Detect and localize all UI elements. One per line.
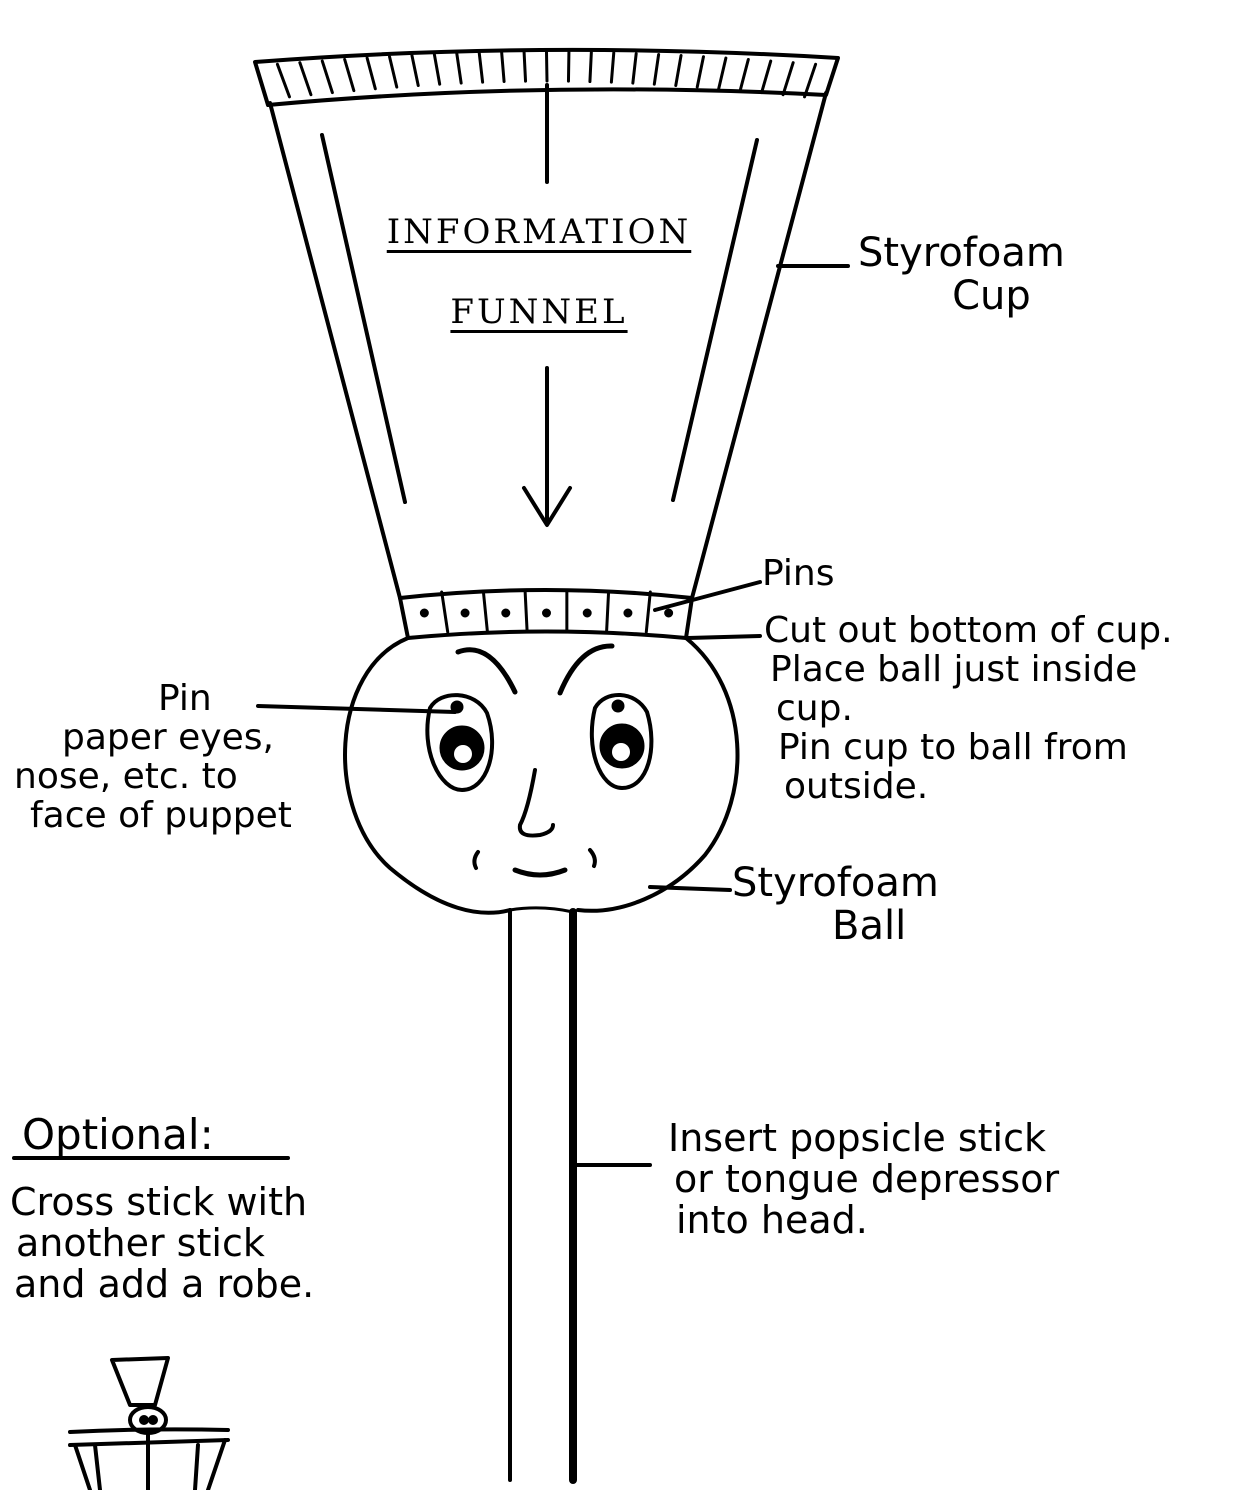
pin-dot-icon <box>503 610 509 616</box>
pin-paper-line3: nose, etc. to <box>14 758 292 797</box>
rim-rib <box>547 52 548 81</box>
cup-bottom-band <box>400 590 692 638</box>
cut-out-line3: cup. <box>764 690 1173 729</box>
rim-rib <box>676 56 681 86</box>
optional-heading: Optional: <box>22 1112 214 1157</box>
pin-dot-icon <box>462 610 468 616</box>
insert-stick-line1: Insert popsicle stick <box>668 1118 1059 1159</box>
band-divider <box>646 592 650 632</box>
pin-paper-line2: paper eyes, <box>14 719 292 758</box>
optional-line2: another stick <box>10 1223 314 1264</box>
rim-rib <box>322 61 332 93</box>
rim-rib <box>502 52 504 81</box>
small-puppet-sketch-icon <box>70 1358 228 1490</box>
label-cut-out-instructions: Cut out bottom of cup. Place ball just i… <box>764 612 1173 806</box>
rim-rib <box>434 54 439 84</box>
rim-rib <box>633 54 636 83</box>
rim-rib <box>479 53 482 82</box>
styrofoam-ball <box>345 638 737 913</box>
popsicle-stick <box>510 908 573 1480</box>
puppet-face <box>427 646 651 875</box>
optional-text: Cross stick with another stick and add a… <box>10 1182 314 1305</box>
cut-out-line1: Cut out bottom of cup. <box>764 612 1173 651</box>
rim-rib <box>654 54 658 84</box>
band-divider <box>607 592 609 632</box>
pin-paper-line4: face of puppet <box>14 797 292 836</box>
rim-rib <box>367 58 375 89</box>
optional-line1: Cross stick with <box>10 1182 314 1223</box>
styrofoam-ball-line2: Ball <box>732 905 939 948</box>
label-pins: Pins <box>762 555 835 594</box>
rim-rib <box>805 64 816 97</box>
rim-rib <box>740 59 748 90</box>
optional-line3: and add a robe. <box>10 1264 314 1305</box>
pin-dot-icon <box>544 610 550 616</box>
cut-out-line4: Pin cup to ball from <box>764 729 1173 768</box>
mouth-icon <box>515 870 565 875</box>
cut-out-line5: outside. <box>764 768 1173 807</box>
label-pin-paper-eyes: Pin paper eyes, nose, etc. to face of pu… <box>14 680 292 836</box>
label-insert-stick: Insert popsicle stick or tongue depresso… <box>668 1118 1059 1241</box>
rim-rib <box>277 64 289 97</box>
label-styrofoam-cup-line2: Cup <box>858 275 1065 318</box>
rim-rib <box>719 58 726 89</box>
rim-rib <box>390 57 397 87</box>
rim-rib <box>611 53 613 82</box>
rim-rib <box>590 52 591 81</box>
rim-rib <box>697 57 703 87</box>
cut-out-line2: Place ball just inside <box>764 651 1173 690</box>
funnel-title-line1: INFORMATION <box>380 212 698 252</box>
pin-dot-icon <box>421 610 427 616</box>
insert-stick-line3: into head. <box>668 1200 1059 1241</box>
pin-paper-line1: Pin <box>14 680 292 719</box>
rim-rib <box>457 54 461 83</box>
pin-dot-icon <box>584 610 590 616</box>
label-styrofoam-cup-line1: Styrofoam <box>858 232 1065 275</box>
rim-rib <box>524 52 525 81</box>
pin-dot-icon <box>666 610 672 616</box>
pin-dot-icon <box>625 610 631 616</box>
label-styrofoam-cup: Styrofoam Cup <box>858 232 1065 318</box>
funnel-title-line2: FUNNEL <box>428 292 650 332</box>
nose-icon <box>520 770 553 836</box>
band-divider <box>483 592 487 632</box>
styrofoam-ball-line1: Styrofoam <box>732 862 939 905</box>
right-eyebrow <box>560 646 612 693</box>
rim-rib <box>345 59 354 90</box>
label-styrofoam-ball: Styrofoam Ball <box>732 862 939 948</box>
band-divider <box>525 592 527 632</box>
insert-stick-line2: or tongue depressor <box>668 1159 1059 1200</box>
rim-rib <box>783 63 793 95</box>
left-eyebrow <box>458 650 515 692</box>
rim-rib <box>412 56 418 86</box>
band-divider <box>442 592 448 632</box>
rim-rib <box>762 61 771 93</box>
rim-rib <box>300 63 311 95</box>
